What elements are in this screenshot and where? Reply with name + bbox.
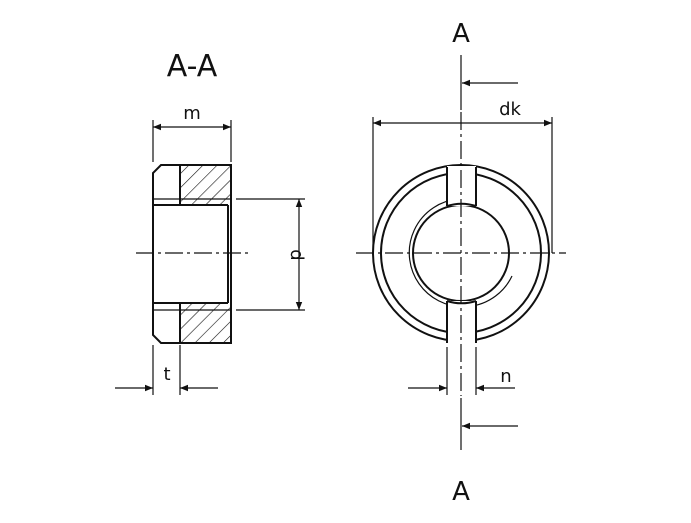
dim-label-n: n (500, 366, 511, 387)
dim-label-t: t (163, 364, 170, 385)
front-view: A A dk n (356, 19, 566, 507)
thread-arc (408, 198, 513, 308)
nut-outline (152, 164, 232, 344)
section-mark-top: A (452, 19, 470, 49)
dim-label-dk: dk (499, 99, 521, 120)
section-view: A-A m d t (115, 49, 307, 395)
hatch-bottom (180, 303, 231, 343)
dim-label-m: m (183, 103, 201, 124)
section-mark-bottom: A (452, 477, 470, 507)
section-label: A-A (167, 49, 218, 84)
hatch-top (180, 165, 231, 205)
dim-label-d: d (286, 249, 307, 260)
slot (446, 167, 477, 343)
